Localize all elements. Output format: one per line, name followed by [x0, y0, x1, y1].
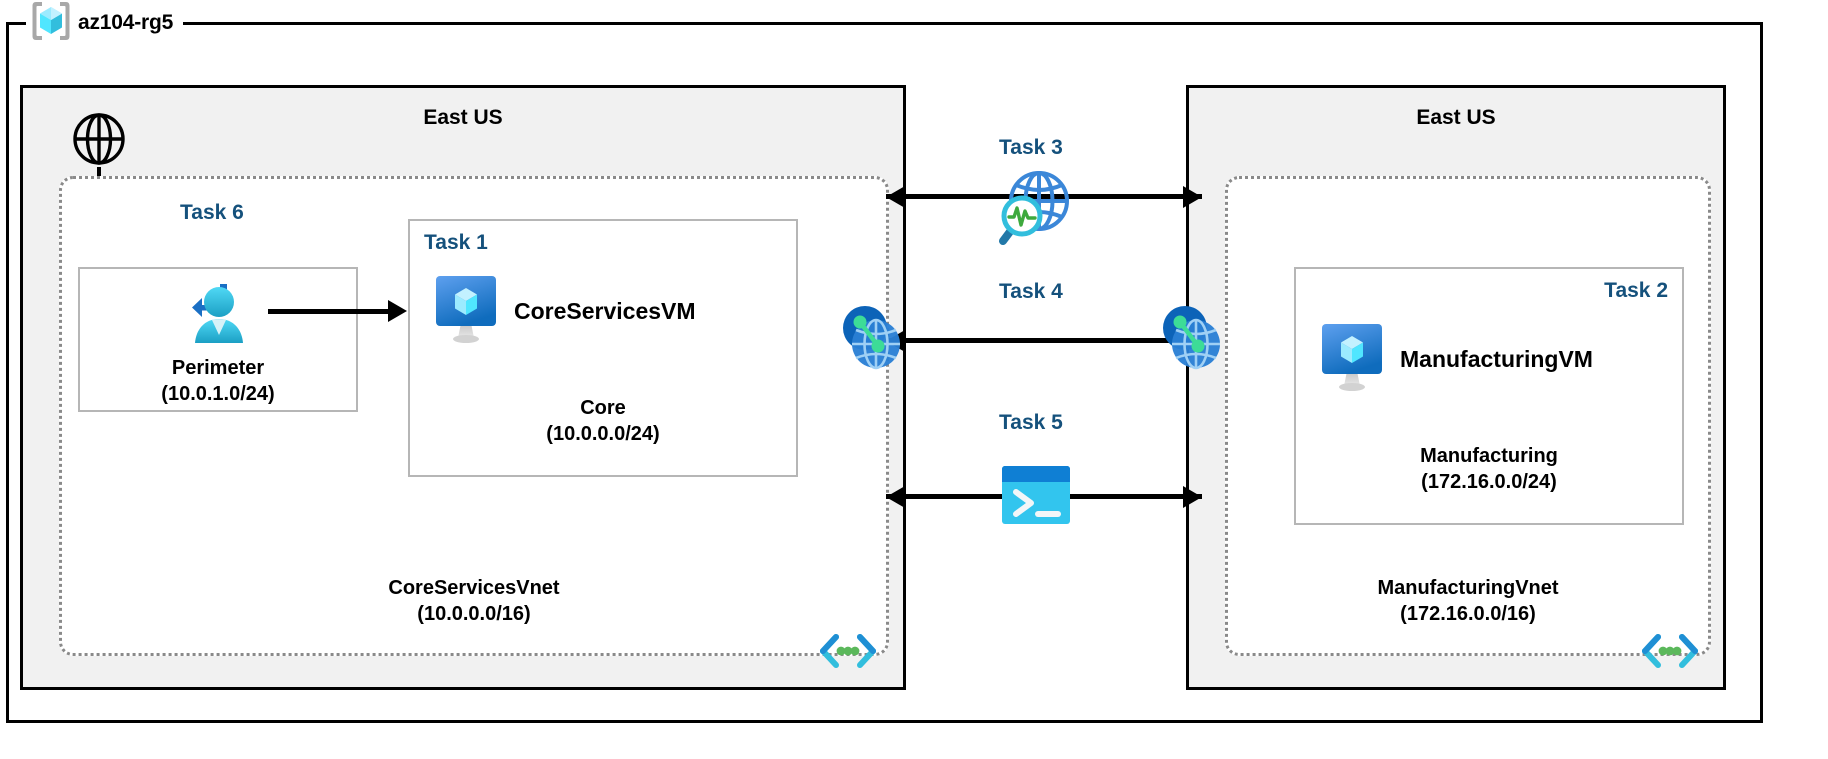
task-label-task6: Task 6 [180, 201, 244, 224]
subnet-name-perimeter: Perimeter [171, 357, 265, 379]
vm-coreservicesvm: CoreServicesVM [432, 273, 696, 350]
vnet-code-brackets-icon [818, 633, 878, 669]
virtual-machine-icon [1318, 321, 1386, 398]
connector-task5-arrowhead-left [886, 486, 905, 508]
vnet-box-manufacturing: Task 2 [1225, 176, 1711, 668]
vnet-box-coreservices: Task 6 [59, 176, 889, 668]
vnet-cidr-manufacturing: (172.16.0.0/16) [1400, 603, 1536, 625]
subnet-cidr-manufacturing: (172.16.0.0/24) [1421, 471, 1557, 493]
subnet-label-perimeter: Perimeter (10.0.1.0/24) [80, 355, 356, 407]
subnet-cidr-core: (10.0.0.0/24) [546, 423, 660, 445]
network-watcher-icon [995, 165, 1077, 252]
connector-perimeter-to-core [268, 309, 390, 314]
subnet-cidr-perimeter: (10.0.1.0/24) [161, 383, 275, 405]
vm-name-manufacturingvm: ManufacturingVM [1400, 346, 1593, 372]
subnet-name-core: Core [580, 397, 626, 419]
cloud-shell-icon [1000, 464, 1072, 533]
connector-task3-arrowhead-left [886, 186, 905, 208]
task-label-task1: Task 1 [424, 231, 488, 254]
globe-icon [71, 111, 127, 172]
vm-manufacturingvm: ManufacturingVM [1318, 321, 1593, 398]
vnet-name-coreservices: CoreServicesVnet [388, 577, 560, 599]
subnet-box-core: Task 1 [408, 219, 798, 477]
region-box-east-us-right: East US Task 2 [1186, 85, 1726, 690]
vnet-name-manufacturing: ManufacturingVnet [1377, 577, 1559, 599]
connector-task3-arrowhead-right [1183, 186, 1202, 208]
subnet-box-perimeter: Perimeter (10.0.1.0/24) [78, 267, 358, 412]
resource-group-name: az104-rg5 [78, 11, 174, 34]
connector-task3-line [886, 194, 1202, 199]
task-label-task4: Task 4 [999, 280, 1063, 303]
subnet-name-manufacturing: Manufacturing [1420, 445, 1558, 467]
connector-task5-arrowhead-right [1183, 486, 1202, 508]
resource-group-frame [6, 22, 1763, 723]
region-title-left: East US [423, 106, 503, 129]
connector-perimeter-core-arrowhead [388, 300, 407, 322]
subnet-label-manufacturing: Manufacturing (172.16.0.0/24) [1296, 443, 1682, 495]
subnet-box-manufacturing: Task 2 [1294, 267, 1684, 525]
connector-task4-line [886, 338, 1202, 343]
bastion-user-icon [176, 279, 250, 356]
vnet-peering-icon [838, 302, 906, 379]
vnet-peering-icon [1158, 302, 1226, 379]
task-label-task2: Task 2 [1604, 279, 1668, 302]
vnet-label-coreservices: CoreServicesVnet (10.0.0.0/16) [62, 575, 886, 627]
vnet-label-manufacturing: ManufacturingVnet (172.16.0.0/16) [1228, 575, 1708, 627]
resource-group-header: az104-rg5 [26, 0, 184, 48]
region-box-east-us-left: East US Task 6 [20, 85, 906, 690]
subnet-label-core: Core (10.0.0.0/24) [410, 395, 796, 447]
azure-resource-group-icon [30, 0, 72, 48]
vm-name-coreservicesvm: CoreServicesVM [514, 298, 696, 324]
vnet-cidr-coreservices: (10.0.0.0/16) [417, 603, 531, 625]
task-label-task5: Task 5 [999, 411, 1063, 434]
region-title-right: East US [1416, 106, 1496, 129]
vnet-code-brackets-icon [1640, 633, 1700, 669]
task-label-task3: Task 3 [999, 136, 1063, 159]
virtual-machine-icon [432, 273, 500, 350]
